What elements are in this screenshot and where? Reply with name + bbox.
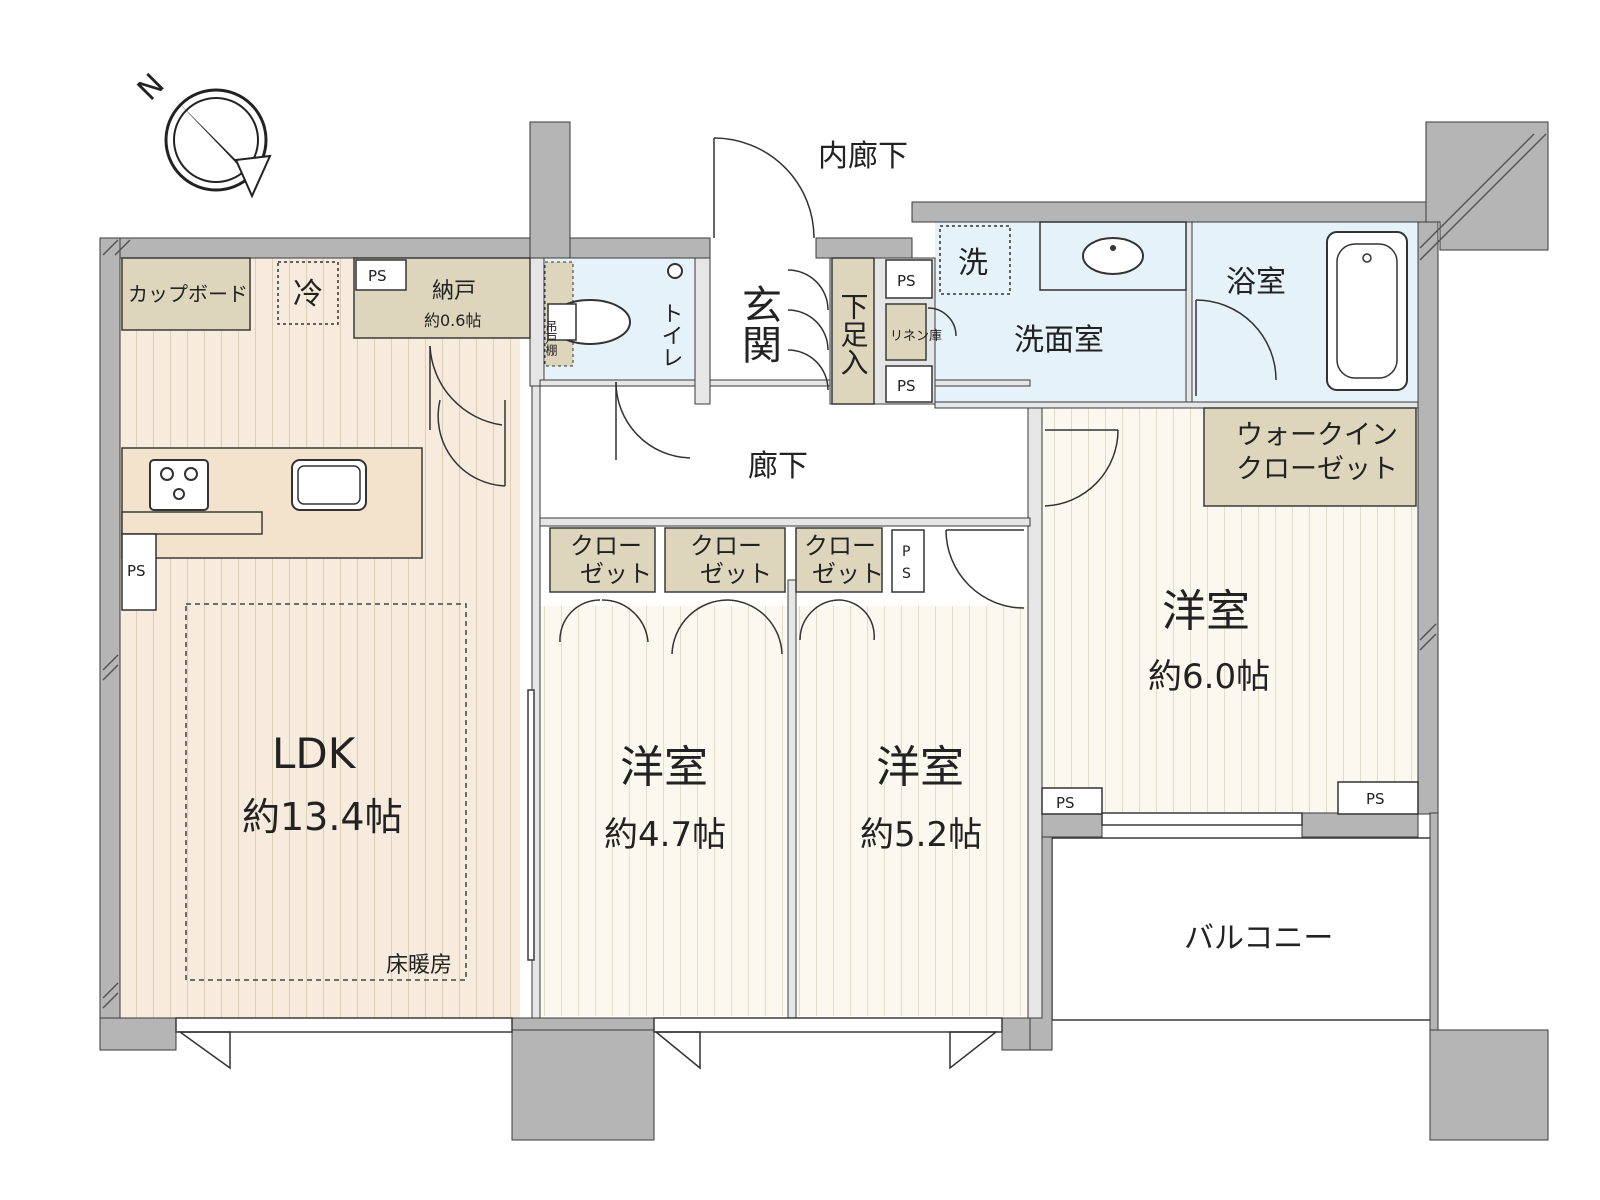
basin-icon bbox=[1082, 237, 1144, 275]
walk-in-closet-label-1: ウォークイン bbox=[1236, 420, 1398, 451]
washroom-label: 洗面室 bbox=[1014, 323, 1104, 358]
ps-box bbox=[121, 533, 157, 611]
ps-box bbox=[355, 259, 407, 291]
storage-name: 納戸 bbox=[432, 279, 476, 304]
windows bbox=[175, 689, 1303, 1033]
ldk-floor bbox=[120, 258, 520, 1018]
ldk-size: 約13.4帖 bbox=[242, 795, 403, 839]
western-room-2-floor bbox=[796, 606, 1028, 1016]
washer-label: 洗 bbox=[958, 246, 988, 281]
western-room-1-size: 約4.7帖 bbox=[604, 815, 726, 855]
western-room-2-size: 約5.2帖 bbox=[860, 815, 982, 855]
western-room-3-size: 約6.0帖 bbox=[1148, 657, 1270, 697]
closet-3-label-2: ゼット bbox=[812, 560, 884, 588]
bath-label: 浴室 bbox=[1226, 265, 1286, 300]
linen-cabinet bbox=[885, 303, 927, 361]
ps-box bbox=[1041, 787, 1103, 815]
north-label: N bbox=[131, 67, 172, 108]
closet-1-label-1: クロー bbox=[570, 532, 642, 560]
floor-heating-area bbox=[185, 603, 467, 981]
ps-box bbox=[891, 529, 925, 593]
ps-label: PS bbox=[368, 267, 387, 285]
walk-in-closet-label-2: クローゼット bbox=[1236, 454, 1398, 485]
western-room-2-name: 洋室 bbox=[876, 742, 964, 793]
corridor-outside-label: 内廊下 bbox=[818, 139, 908, 174]
ps-label: PS bbox=[1366, 790, 1385, 808]
ps-label: PS bbox=[127, 562, 146, 580]
ps-label: PS bbox=[1056, 794, 1075, 812]
toilet-tank-icon bbox=[667, 263, 683, 279]
sink-icon bbox=[291, 459, 367, 511]
closet-3-label-1: クロー bbox=[804, 532, 876, 560]
closet-2-label-2: ゼット bbox=[700, 560, 772, 588]
closet-1-label-2: ゼット bbox=[580, 560, 652, 588]
corner-hatching bbox=[102, 133, 1547, 1009]
kitchen-counter-inner bbox=[121, 511, 263, 535]
western-room-3-name: 洋室 bbox=[1162, 586, 1250, 637]
shoe-box-label: 下足入 bbox=[837, 292, 870, 376]
ps-box bbox=[885, 365, 933, 403]
cupboard-label: カップボード bbox=[128, 282, 248, 306]
compass-icon bbox=[164, 88, 272, 199]
closet-1 bbox=[549, 527, 656, 593]
western-room-1-name: 洋室 bbox=[620, 742, 708, 793]
ps-vertical-s: S bbox=[902, 566, 911, 582]
ps-box bbox=[885, 259, 933, 299]
storage-size: 約0.6帖 bbox=[424, 311, 481, 330]
doors bbox=[429, 137, 1277, 655]
linen-label: リネン庫 bbox=[890, 329, 942, 344]
bathtub-icon bbox=[1326, 231, 1408, 391]
stove-icon bbox=[149, 459, 209, 511]
washer-space bbox=[939, 225, 1011, 295]
toilet-label: トイレ bbox=[658, 302, 683, 368]
western-room-1-floor bbox=[540, 606, 790, 1016]
entrance-label: 玄関 bbox=[735, 284, 781, 364]
cupboard bbox=[121, 257, 251, 331]
shoe-box bbox=[831, 257, 875, 405]
floor-heating-label: 床暖房 bbox=[386, 953, 452, 978]
closet-2 bbox=[664, 527, 786, 593]
ps-vertical-p: P bbox=[902, 544, 910, 560]
ps-box bbox=[1337, 781, 1419, 815]
ps-label: PS bbox=[897, 272, 916, 290]
fridge-label: 冷 bbox=[293, 277, 323, 312]
toilet-cabinet-label: 吊戸棚 bbox=[544, 320, 558, 357]
ldk-name: LDK bbox=[272, 729, 357, 778]
ps-label: PS bbox=[897, 377, 916, 395]
fridge-space bbox=[277, 261, 339, 325]
balcony-label: バルコニー bbox=[1184, 921, 1333, 956]
walk-in-closet bbox=[1203, 407, 1417, 507]
hallway-label: 廊下 bbox=[748, 449, 808, 484]
closet-3 bbox=[795, 527, 883, 593]
balcony-floor bbox=[1051, 837, 1433, 1021]
closet-2-label-1: クロー bbox=[690, 532, 762, 560]
